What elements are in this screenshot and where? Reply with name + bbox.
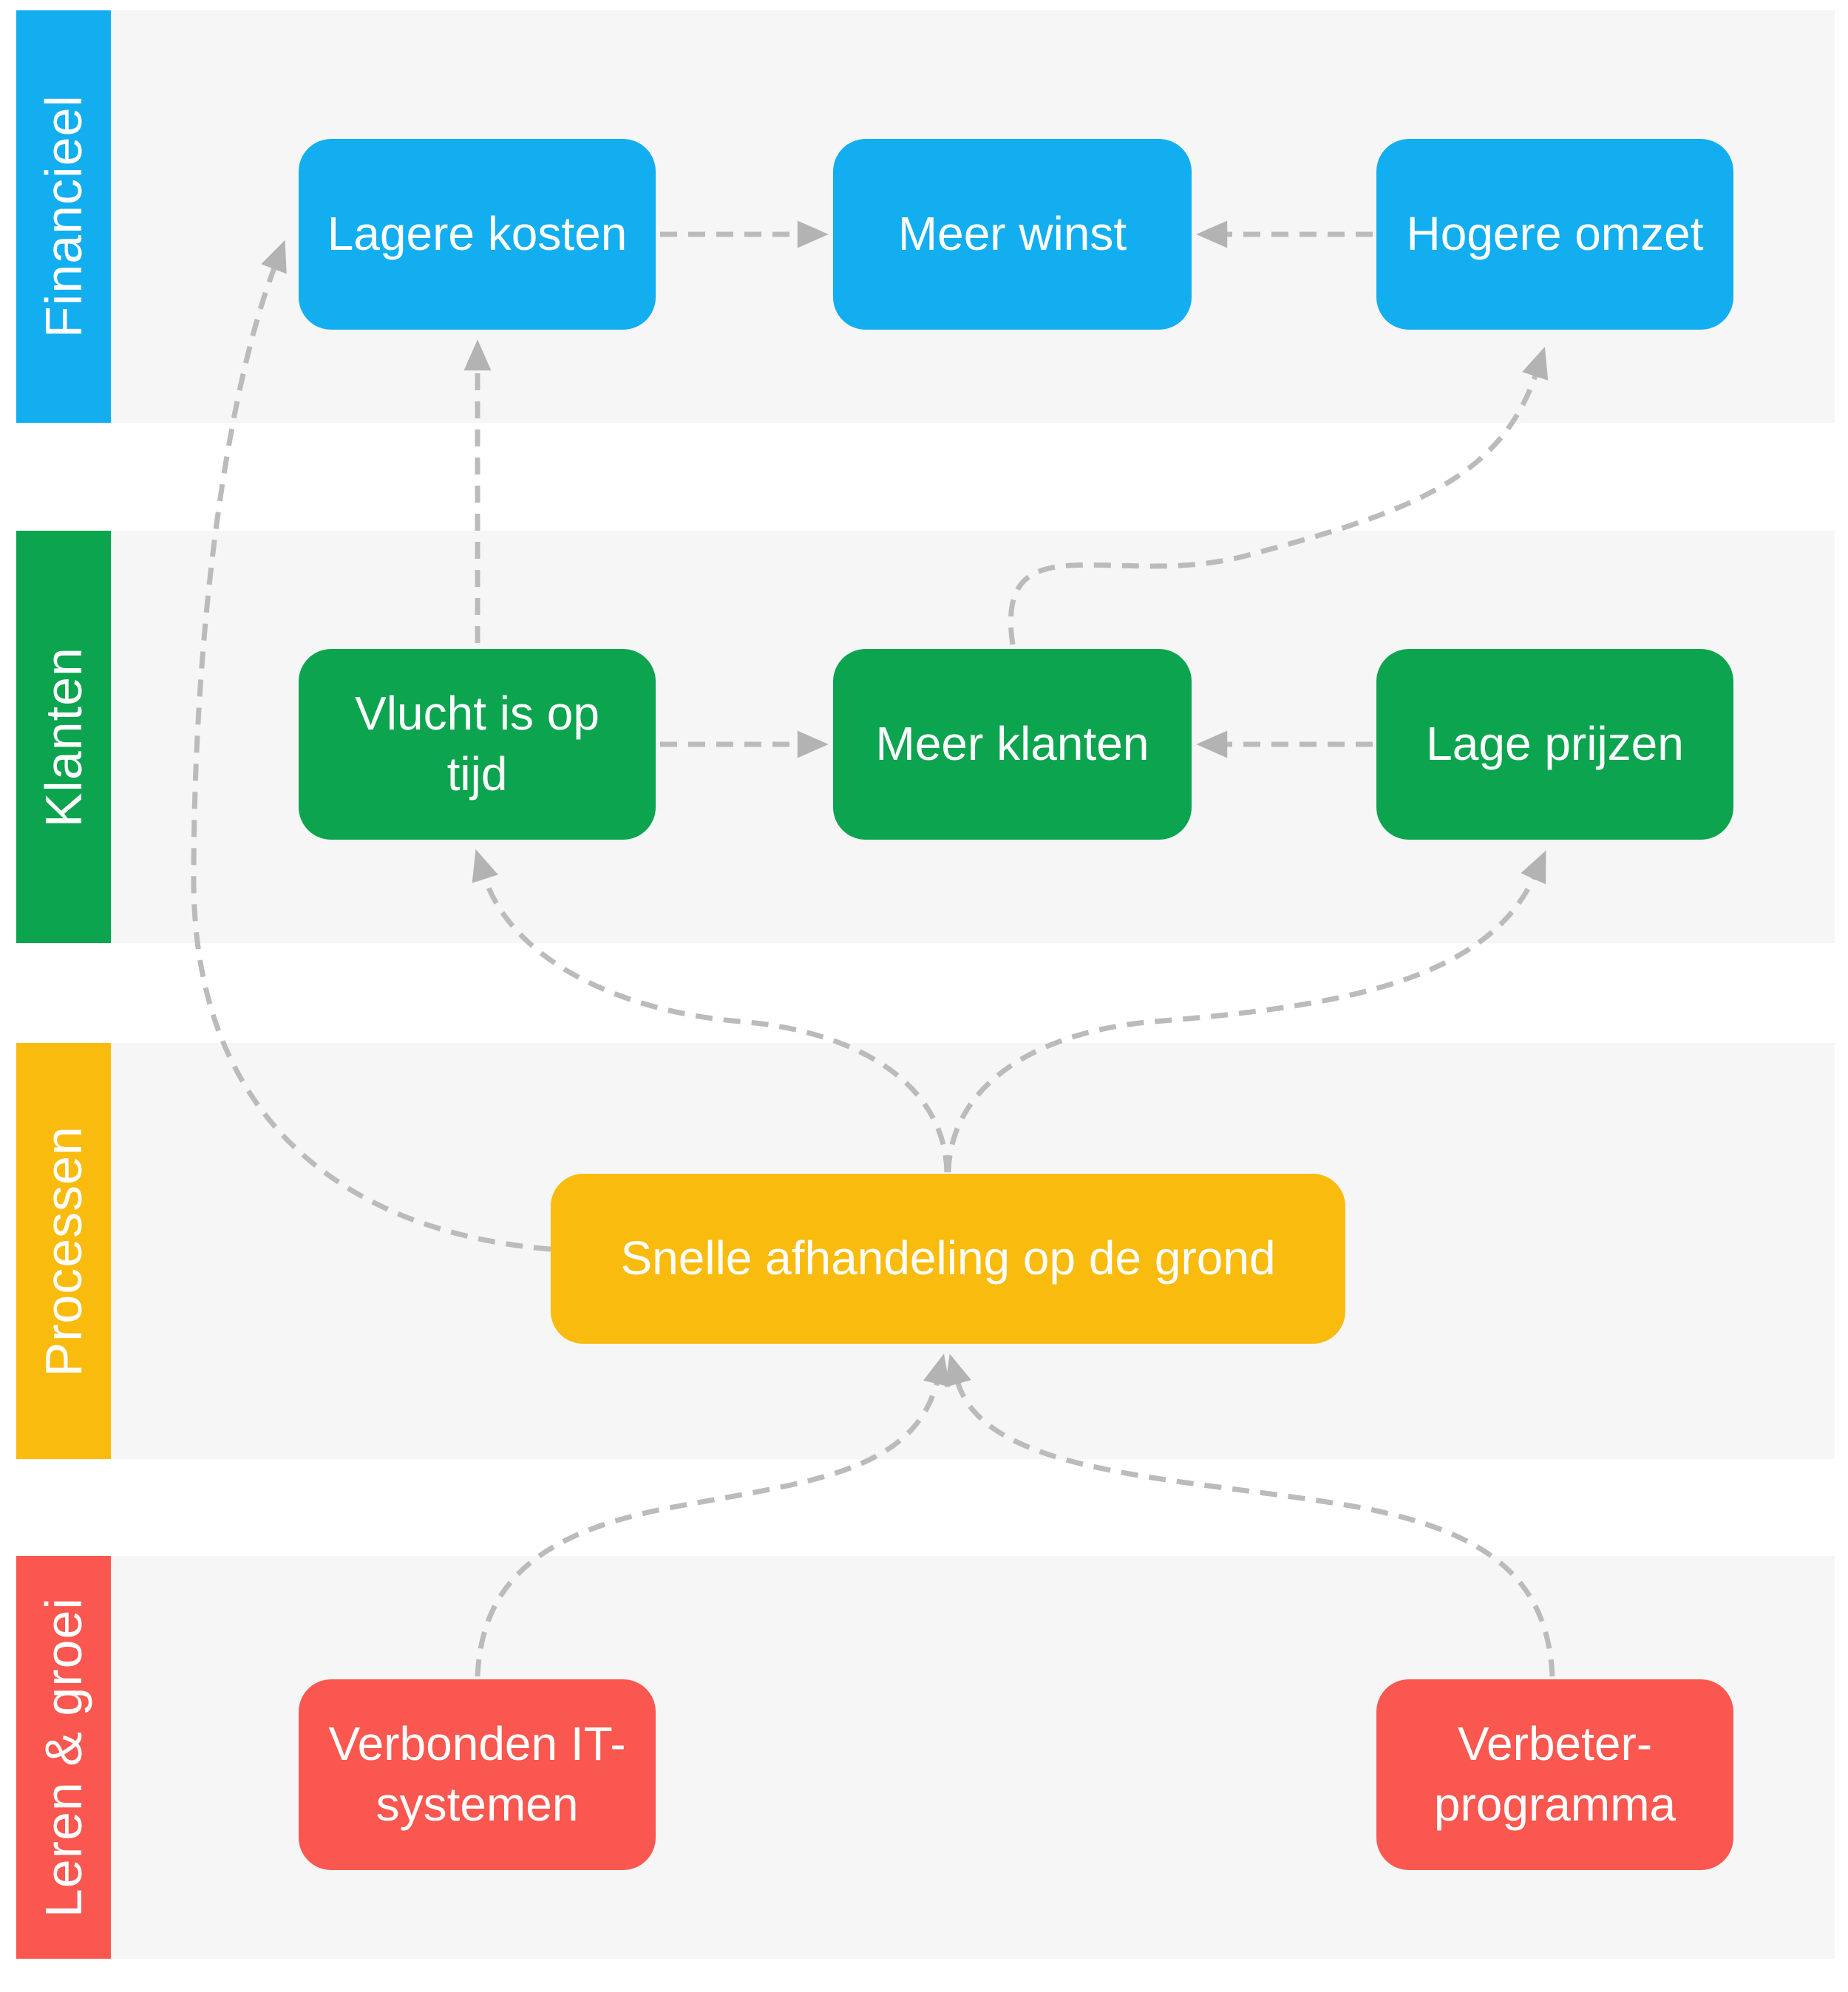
node-lagere-kosten: Lagere kosten	[299, 139, 656, 330]
node-label: Hogere omzet	[1406, 207, 1704, 261]
node-label: Meer klanten	[875, 717, 1149, 771]
node-vlucht-is-op-tijd: Vlucht is op tijd	[299, 649, 656, 840]
node-meer-winst: Meer winst	[833, 139, 1192, 330]
node-meer-klanten: Meer klanten	[833, 649, 1192, 840]
node-lage-prijzen: Lage prijzen	[1376, 649, 1733, 840]
node-hogere-omzet: Hogere omzet	[1376, 139, 1733, 330]
node-label: Vlucht is op tijd	[355, 687, 599, 800]
node-label: Verbonden IT-systemen	[328, 1717, 626, 1831]
perspective-strip-klanten: Klanten	[16, 531, 111, 943]
perspective-strip-leren-groei: Leren & groei	[16, 1556, 111, 1959]
node-verbonden-it-systemen: Verbonden IT-systemen	[299, 1679, 656, 1870]
perspective-strip-processen: Processen	[16, 1043, 111, 1459]
node-snelle-afhandeling: Snelle afhandeling op de grond	[551, 1174, 1345, 1344]
node-label: Lagere kosten	[327, 207, 628, 261]
perspective-label-financieel: Financieel	[35, 95, 92, 339]
perspective-label-leren-groei: Leren & groei	[35, 1597, 92, 1918]
node-label: Lage prijzen	[1426, 717, 1684, 771]
node-label: Snelle afhandeling op de grond	[620, 1231, 1276, 1285]
perspective-label-processen: Processen	[35, 1125, 92, 1377]
node-label: Meer winst	[897, 207, 1127, 261]
perspective-label-klanten: Klanten	[35, 646, 92, 828]
perspective-strip-financieel: Financieel	[16, 10, 111, 423]
node-verbeterprogramma: Verbeter-programma	[1376, 1679, 1733, 1870]
node-label: Verbeter-programma	[1433, 1717, 1677, 1831]
